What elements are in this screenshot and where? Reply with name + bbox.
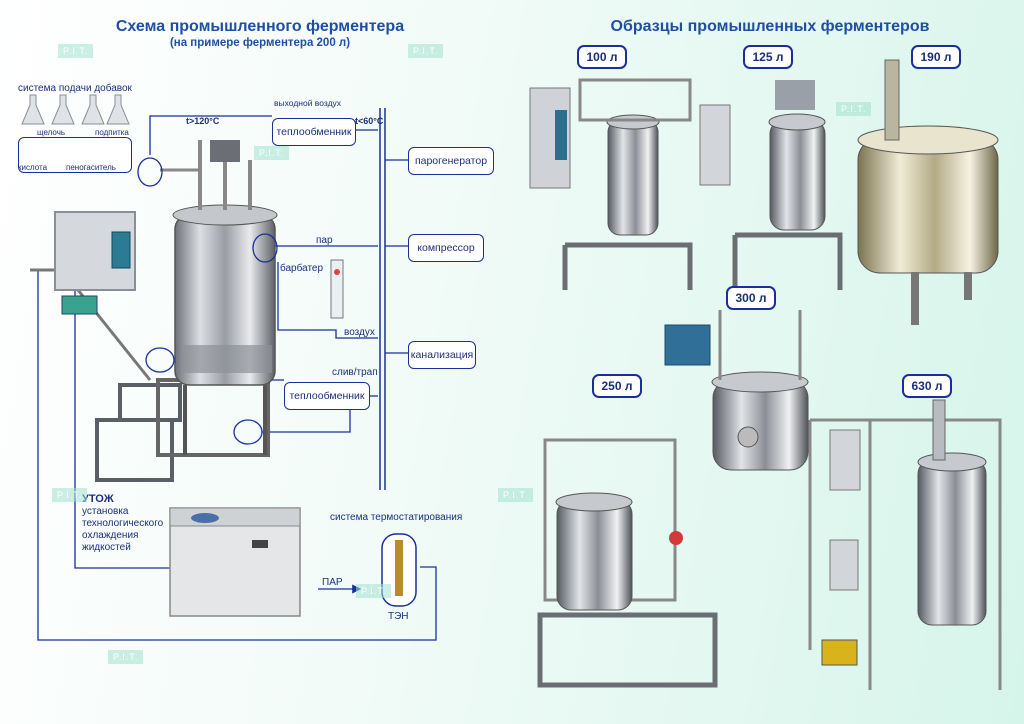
compressor-box: компрессор [408, 234, 484, 262]
drain-label: слив/трап [332, 367, 378, 378]
additives-pumps-box [18, 137, 132, 173]
right-title: Образцы промышленных ферментеров [610, 18, 930, 35]
fermenter-125l-photo [699, 80, 843, 290]
cooling-desc-4: жидкостей [82, 542, 131, 553]
volume-badge-190: 190 л [911, 45, 961, 69]
cooling-title: УТОЖ [82, 493, 114, 505]
label-feed: подпитка [95, 128, 129, 137]
cooling-desc-1: установка [82, 506, 129, 517]
watermark: P.I.T. [356, 584, 392, 598]
watermark: P.I.T. [58, 44, 94, 58]
volume-badge-630: 630 л [902, 374, 952, 398]
label-alkali: щелочь [37, 128, 66, 137]
label-acid: кислота [18, 163, 48, 172]
watermark: P.I.T. [498, 488, 534, 502]
fermenter-300l-photo [664, 310, 809, 471]
fermenter-100l-photo [529, 78, 693, 290]
watermark: P.I.T. [52, 488, 88, 502]
thermostat-label: система термостатирования [330, 512, 463, 523]
left-title: Схема промышленного ферментера [115, 18, 405, 35]
sewage-box: канализация [408, 341, 476, 369]
watermark: P.I.T. [108, 650, 144, 664]
label-defoamer: пеногаситель [66, 163, 116, 172]
fermenter-630l-photo [808, 399, 1002, 690]
additives-title: система подачи добавок [18, 83, 132, 94]
watermark: P.I.T. [254, 146, 290, 160]
sparger-label: барбатер [280, 263, 324, 274]
heater-label: ТЭН [388, 611, 409, 622]
fermenter-250l-photo [537, 438, 718, 688]
left-subtitle: (на примере ферментера 200 л) [169, 37, 351, 49]
cooling-desc-3: охлаждения [82, 530, 139, 541]
volume-badge-125: 125 л [743, 45, 793, 69]
steam-label: пар [316, 235, 333, 246]
exhaust-air-label: выходной воздух [274, 98, 342, 108]
watermark: P.I.T. [836, 102, 872, 116]
volume-badge-250: 250 л [592, 374, 642, 398]
temp-low-label: t<60°C [355, 116, 384, 126]
temp-high-label: t>120°C [186, 116, 220, 126]
volume-badge-300: 300 л [726, 286, 776, 310]
steam-generator-box: парогенератор [408, 147, 494, 175]
watermark: P.I.T. [408, 44, 444, 58]
fermenter-190l-photo [857, 59, 999, 325]
cooling-desc-2: технологического [82, 518, 164, 529]
volume-badge-100: 100 л [577, 45, 627, 69]
heat-exchanger-bottom: теплообменник [284, 382, 370, 410]
steam-upper-label: ПАР [322, 577, 343, 588]
air-label: воздух [344, 327, 375, 338]
heat-exchanger-top: теплообменник [272, 118, 356, 146]
